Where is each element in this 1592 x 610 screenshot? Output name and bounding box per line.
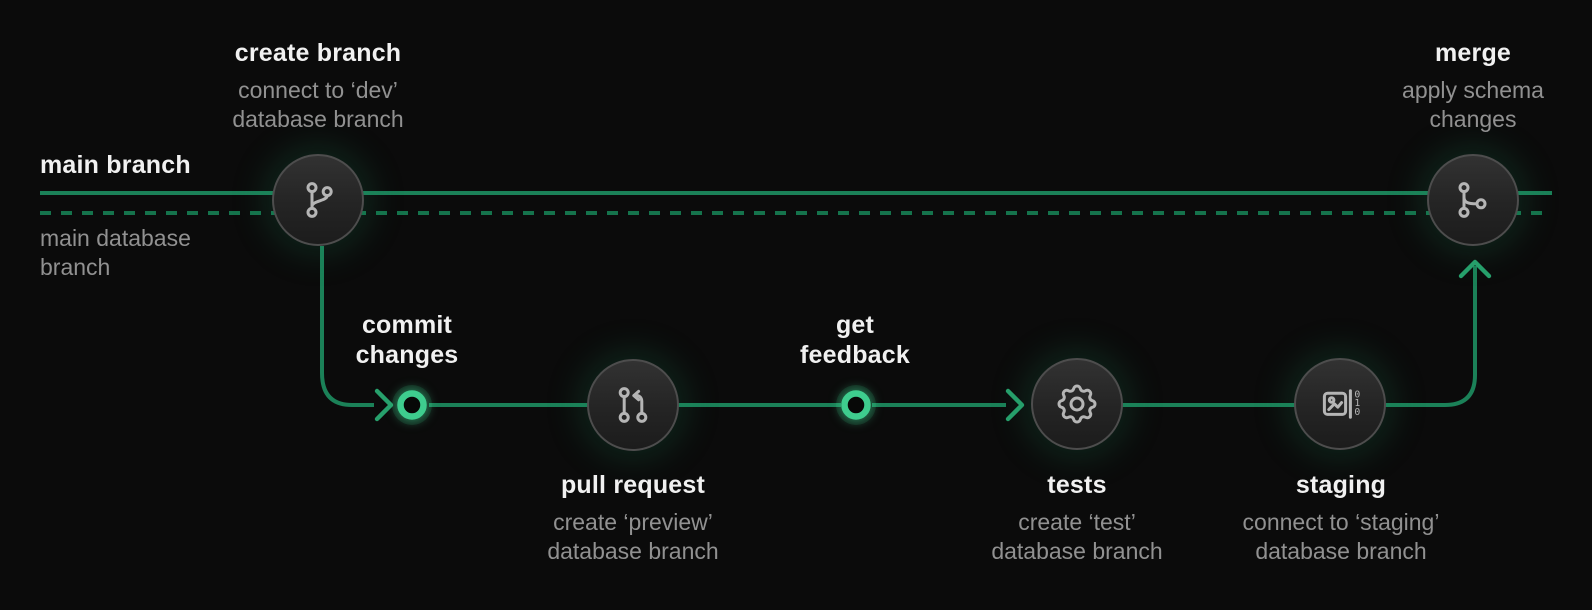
arrow-up-icon: [1458, 259, 1492, 279]
subtitle-line: branch: [40, 254, 111, 280]
main-branch-label: main branch: [40, 150, 191, 180]
git-merge-icon: [1458, 182, 1487, 218]
merge-up-line: [1340, 266, 1477, 407]
title-line: feedback: [800, 341, 910, 369]
stage-title: merge: [1434, 39, 1512, 67]
lane-subtitle: main database branch: [40, 224, 191, 282]
svg-text:0: 0: [1354, 407, 1360, 418]
subtitle-line: database branch: [991, 538, 1163, 564]
node-create-branch: [272, 154, 364, 246]
subtitle-line: connect to ‘staging’: [1242, 509, 1440, 535]
node-tests: [1031, 358, 1123, 450]
stage-title: get feedback: [800, 310, 910, 370]
stage-subtitle: create ‘preview’ database branch: [547, 508, 718, 566]
svg-text:0: 0: [1354, 389, 1360, 400]
branch-down-line: [320, 246, 374, 407]
svg-text:1: 1: [1354, 398, 1360, 409]
stage-label-tests: tests create ‘test’ database branch: [991, 470, 1162, 566]
subtitle-line: changes: [1429, 106, 1517, 132]
subtitle-line: apply schema: [1402, 77, 1544, 103]
subtitle-line: create ‘preview’: [553, 509, 713, 535]
subtitle-line: connect to ‘dev’: [238, 77, 398, 103]
commit-point-ring: [397, 390, 427, 420]
arrow-right-icon: [374, 388, 394, 422]
schema-diff-icon: 0 1 0: [1322, 389, 1360, 419]
stage-label-commit-changes: commit changes: [356, 310, 459, 370]
main-database-branch-label: main database branch: [40, 224, 191, 282]
stage-label-get-feedback: get feedback: [800, 310, 910, 370]
stage-title: commit changes: [356, 310, 459, 370]
arrow-right-icon: [1005, 388, 1025, 422]
title-line: get: [835, 311, 875, 339]
stage-title: pull request: [560, 471, 706, 499]
node-merge: [1427, 154, 1519, 246]
stage-label-pull-request: pull request create ‘preview’ database b…: [547, 470, 718, 566]
stage-subtitle: connect to ‘staging’ database branch: [1243, 508, 1440, 566]
title-line: commit: [361, 311, 453, 339]
subtitle-line: database branch: [232, 106, 404, 132]
stage-title: tests: [1047, 471, 1107, 499]
stage-subtitle: apply schema changes: [1402, 76, 1544, 134]
subtitle-line: database branch: [547, 538, 719, 564]
feedback-point-ring: [841, 390, 871, 420]
stage-title: staging: [1295, 471, 1387, 499]
subtitle-line: main database: [40, 225, 191, 251]
git-branch-icon: [306, 182, 333, 218]
node-staging: 0 1 0: [1294, 358, 1386, 450]
gear-icon: [1057, 384, 1097, 424]
lane-title: main branch: [40, 151, 191, 179]
stage-label-merge: merge apply schema changes: [1402, 38, 1544, 134]
subtitle-line: create ‘test’: [1018, 509, 1136, 535]
stage-subtitle: connect to ‘dev’ database branch: [232, 76, 403, 134]
subtitle-line: database branch: [1255, 538, 1427, 564]
node-pull-request: [587, 359, 679, 451]
git-pull-request-icon: [618, 387, 648, 423]
stage-label-create-branch: create branch connect to ‘dev’ database …: [232, 38, 403, 134]
stage-title: create branch: [234, 39, 402, 67]
title-line: changes: [355, 341, 459, 369]
stage-subtitle: create ‘test’ database branch: [991, 508, 1162, 566]
stage-label-staging: staging connect to ‘staging’ database br…: [1243, 470, 1440, 566]
